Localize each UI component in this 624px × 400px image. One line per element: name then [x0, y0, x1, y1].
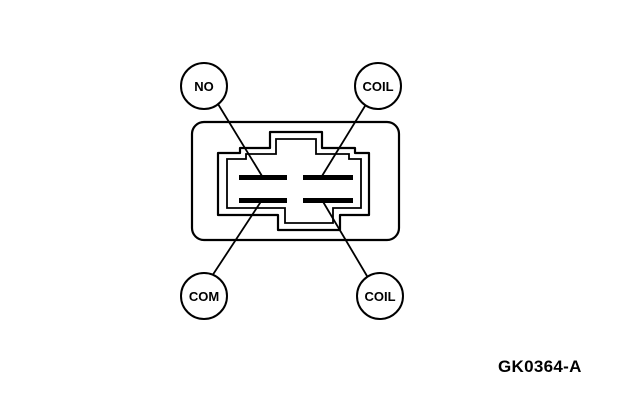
leader-line-no: [217, 103, 263, 177]
callout-coil-top: COIL: [354, 62, 402, 110]
connector-housing: [190, 120, 401, 242]
callout-label-com: COM: [189, 289, 219, 304]
callout-label-coil-bottom: COIL: [364, 289, 395, 304]
leader-line-coil-bottom: [321, 199, 368, 277]
leader-line-coil-top: [321, 105, 366, 177]
terminal-blade-no: [239, 175, 287, 180]
terminal-blade-coil-bottom: [303, 198, 353, 203]
terminal-blade-com: [239, 198, 287, 203]
connector-cavity: [216, 130, 371, 232]
connector-cavity-inner: [226, 138, 362, 224]
leader-line-com: [211, 199, 263, 277]
terminal-blade-coil-top: [303, 175, 353, 180]
figure-id: GK0364-A: [498, 357, 582, 376]
callout-no: NO: [180, 62, 228, 110]
callout-label-no: NO: [194, 79, 214, 94]
callout-label-coil-top: COIL: [362, 79, 393, 94]
callout-coil-bottom: COIL: [356, 272, 404, 320]
callout-com: COM: [180, 272, 228, 320]
